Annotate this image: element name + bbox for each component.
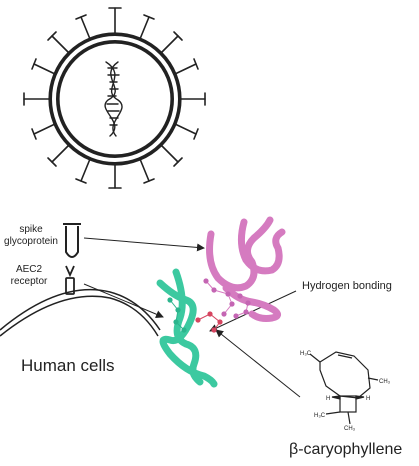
spike-label-line2: glycoprotein xyxy=(4,235,58,247)
spike-glycoprotein-icon xyxy=(63,223,81,258)
receptor-label-line2: receptor xyxy=(10,275,48,287)
receptor-label-line1: AEC2 xyxy=(15,264,43,275)
arrows xyxy=(83,237,301,398)
atom-ch3-bottom-left: H₃C xyxy=(314,413,326,419)
arrow-caryophyllene xyxy=(215,329,301,398)
virus xyxy=(23,7,206,189)
atom-ch3-top: H₃C xyxy=(300,351,312,357)
atom-ch3-bottom: CH₃ xyxy=(344,426,356,432)
rna-helix-icon xyxy=(104,61,123,137)
atom-h-right: H xyxy=(366,396,370,402)
receptor-protein-ribbon xyxy=(156,268,218,388)
human-cell-membrane xyxy=(0,288,161,337)
bond-network xyxy=(167,278,251,333)
beta-caryophyllene-structure xyxy=(309,351,379,425)
spike-glycoprotein-label: spike glycoprotein xyxy=(0,224,62,247)
arrow-receptor-to-protein xyxy=(83,283,164,318)
hydrogen-bonding-label: Hydrogen bonding xyxy=(302,280,392,292)
molecule-atom-labels: H₃C CH₃ H H H₃C CH₃ xyxy=(300,351,391,432)
aec2-receptor-label: AEC2 receptor xyxy=(6,264,52,287)
spike-label-line1: spike xyxy=(19,224,43,235)
human-cells-label: Human cells xyxy=(21,356,115,375)
aec2-receptor-icon xyxy=(65,265,75,295)
atom-h-left: H xyxy=(326,396,330,402)
atom-ch3-right: CH₃ xyxy=(379,379,391,385)
beta-caryophyllene-label: β-caryophyllene xyxy=(289,441,403,458)
arrow-spike-to-protein xyxy=(83,237,205,252)
virus-spikes xyxy=(23,7,206,189)
